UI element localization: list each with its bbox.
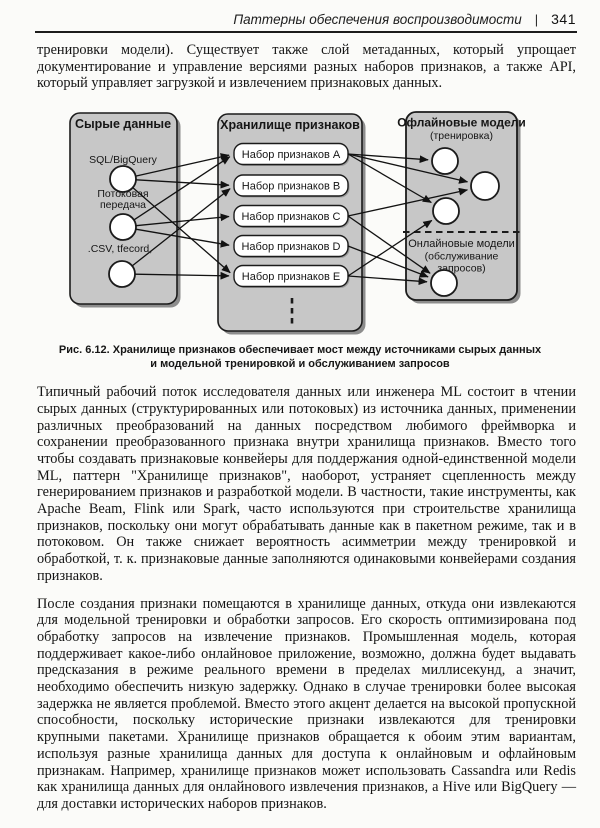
running-title: Паттерны обеспечения воспроизводимости (233, 12, 522, 27)
feature-set-e-label: Набор признаков E (242, 271, 340, 283)
feature-set-a-label: Набор признаков A (242, 149, 341, 161)
figure-6-12: Сырые данные SQL/BigQuery Потоковая пере… (0, 105, 600, 371)
figure-caption-line2: и модельной тренировкой и обслуживанием … (150, 357, 450, 370)
header-separator: | (534, 12, 539, 27)
source-label-sql: SQL/BigQuery (89, 154, 157, 166)
source-node-csv (108, 260, 136, 289)
offline-models-title: Офлайновые модели (397, 116, 526, 130)
feature-set-b: Набор признаков B (233, 174, 350, 198)
figure-caption-line1: Рис. 6.12. Хранилище признаков обеспечив… (58, 344, 542, 357)
source-node-sql (109, 165, 137, 194)
models-box: Офлайновые модели (тренировка) Онлайновы… (397, 111, 526, 304)
feature-set-e: Набор признаков E (233, 264, 350, 289)
raw-data-title: Сырые данные (75, 117, 171, 131)
offline-model-node-3 (432, 197, 460, 226)
feature-set-d: Набор признаков D (233, 234, 350, 259)
page-number: 341 (551, 11, 576, 27)
feature-store-title: Хранилище признаков (220, 118, 360, 132)
online-models-title: Онлайновые модели (408, 238, 515, 250)
raw-data-box: Сырые данные SQL/BigQuery Потоковая пере… (69, 112, 181, 308)
feature-set-c-label: Набор признаков C (241, 211, 340, 223)
online-models-subtitle-1: (обслуживание (425, 251, 499, 263)
offline-models-subtitle: (тренировка) (430, 130, 493, 142)
source-label-csv: .CSV, tfecord, (88, 243, 152, 255)
source-label-streaming-2: передача (100, 199, 146, 211)
feature-store-box: Хранилище признаков Набор признаков A На… (217, 113, 366, 335)
serving-paragraph: После создания признаки помещаются в хра… (37, 595, 576, 812)
figure-caption: Рис. 6.12. Хранилище признаков обеспечив… (0, 344, 600, 371)
body-text: Типичный рабочий поток исследователя дан… (0, 384, 600, 813)
workflow-paragraph: Типичный рабочий поток исследователя дан… (37, 384, 576, 584)
feature-store-diagram: Сырые данные SQL/BigQuery Потоковая пере… (69, 111, 526, 335)
offline-model-node-2 (470, 171, 500, 202)
header-rule (35, 31, 577, 33)
page-header: Паттерны обеспечения воспроизводимости |… (0, 0, 600, 27)
feature-set-a: Набор признаков A (233, 142, 350, 167)
feature-set-b-label: Набор признаков B (242, 181, 340, 193)
source-node-streaming (109, 213, 137, 242)
featurestore-to-models-arrows (347, 153, 469, 286)
feature-set-d-label: Набор признаков D (241, 241, 340, 253)
source-to-featurestore-arrows (131, 153, 231, 280)
feature-set-c: Набор признаков C (233, 204, 350, 229)
offline-model-node-1 (431, 147, 459, 176)
intro-paragraph: тренировки модели). Существует также сло… (37, 42, 576, 92)
online-model-node (430, 269, 458, 298)
